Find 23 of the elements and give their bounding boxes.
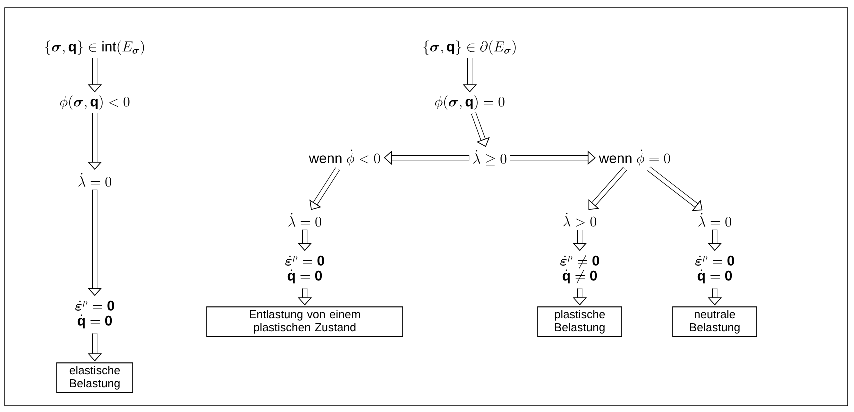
- condition-text: $\dot{\lambda}>0$: [564, 213, 597, 227]
- condition-text: $\dot{\boldsymbol{\varepsilon}}^{p}=\mathbf{0}$ $\dot{\mathbf{q}}=\mathbf{0}$: [76, 300, 114, 329]
- block-arrow: [588, 167, 628, 210]
- condition-text: $\dot{\boldsymbol{\varepsilon}}^{p}=\mathbf{0}$ $\dot{\mathbf{q}}=\mathbf{0}$: [696, 256, 734, 284]
- condition-text: $\dot{\lambda}=0$: [698, 213, 732, 227]
- result-box: plastische Belastung: [538, 306, 622, 338]
- result-box: elastische Belastung: [56, 362, 134, 394]
- condition-text: $\{\boldsymbol{\sigma},\mathbf{q}\}\in\mathrm{int}(E_{\boldsymbol{\sigma}})$: [45, 40, 144, 56]
- condition-text: $\phi(\boldsymbol{\sigma},\mathbf{q})=0$: [435, 96, 505, 110]
- condition-text: $\dot{\lambda}=0$: [288, 213, 322, 227]
- block-arrow: [471, 112, 490, 148]
- condition-text: $\dot{\boldsymbol{\varepsilon}}^{p}=\mathbf{0}$ $\dot{\mathbf{q}}=\mathbf{0}$: [286, 256, 324, 284]
- block-arrow: [310, 168, 340, 210]
- condition-text: $\dot{\lambda}=0$: [78, 173, 112, 187]
- condition-text: $\dot{\lambda}\geq 0$: [474, 150, 507, 166]
- condition-text: $\dot{\boldsymbol{\varepsilon}}^{p}\neq\mathbf{0}$ $\dot{\mathbf{q}}\neq\mathbf{0}$: [560, 255, 600, 284]
- condition-text: $\phi(\boldsymbol{\sigma},\mathbf{q})<0$: [60, 96, 130, 110]
- result-box: Entlastung von einem plastischen Zustand: [206, 306, 404, 338]
- block-arrow: [647, 166, 703, 212]
- condition-text: $\text{wenn }\dot{\phi}<0$: [309, 150, 380, 166]
- condition-text: $\text{wenn }\dot{\phi}=0$: [599, 150, 670, 166]
- condition-text: $\{\boldsymbol{\sigma},\mathbf{q}\}\in\partial(E_{\boldsymbol{\sigma}})$: [424, 40, 516, 56]
- result-box: neutrale Belastung: [672, 306, 758, 338]
